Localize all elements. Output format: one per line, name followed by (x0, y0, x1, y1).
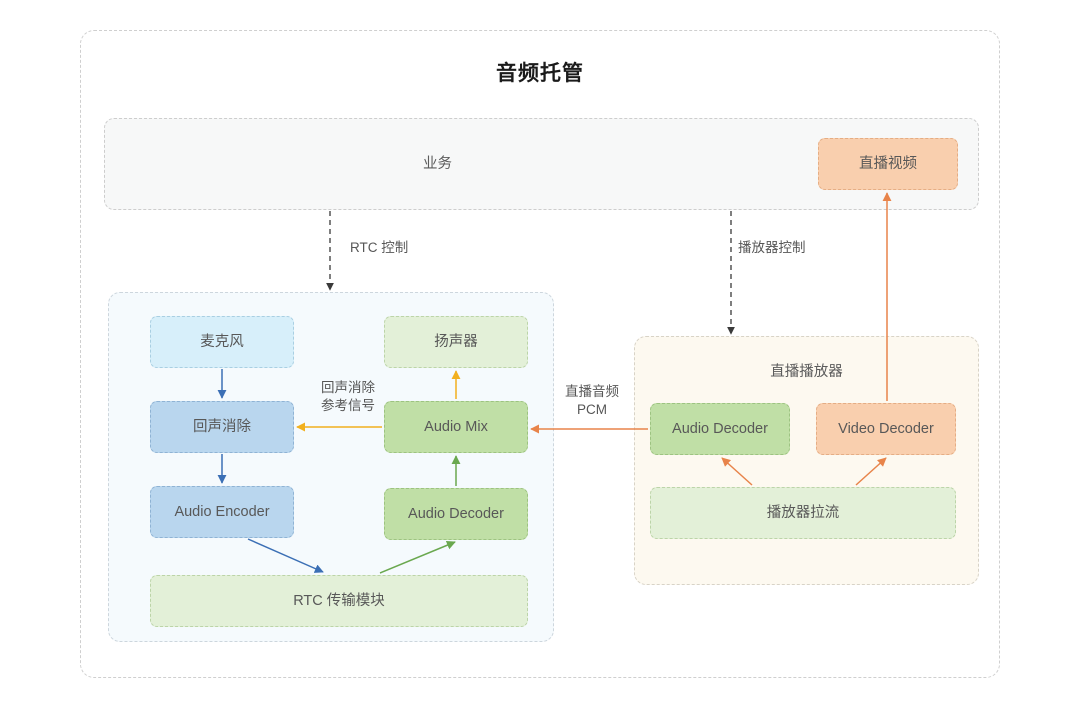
node-microphone[interactable]: 麦克风 (150, 316, 294, 368)
business-label: 业务 (423, 156, 452, 172)
page-title: 音频托管 (496, 62, 584, 85)
node-player-video-decoder[interactable]: Video Decoder (816, 403, 956, 455)
node-rtc-transport[interactable]: RTC 传输模块 (150, 575, 528, 627)
edge-label-player-control: 播放器控制 (738, 240, 806, 255)
node-echo-cancel[interactable]: 回声消除 (150, 401, 294, 453)
node-live-video[interactable]: 直播视频 (818, 138, 958, 190)
player-container-title: 直播播放器 (770, 364, 843, 380)
node-audio-encoder[interactable]: Audio Encoder (150, 486, 294, 538)
player-container (634, 336, 979, 585)
node-audio-mix[interactable]: Audio Mix (384, 401, 528, 453)
node-player-pull-stream[interactable]: 播放器拉流 (650, 487, 956, 539)
outer-frame (80, 30, 1000, 678)
edge-label-live-audio-pcm: 直播音频 PCM (565, 384, 619, 418)
node-audio-decoder[interactable]: Audio Decoder (384, 488, 528, 540)
node-speaker[interactable]: 扬声器 (384, 316, 528, 368)
node-player-audio-decoder[interactable]: Audio Decoder (650, 403, 790, 455)
edge-label-aec-reference: 回声消除 参考信号 (321, 380, 375, 414)
edge-label-rtc-control: RTC 控制 (350, 240, 409, 255)
